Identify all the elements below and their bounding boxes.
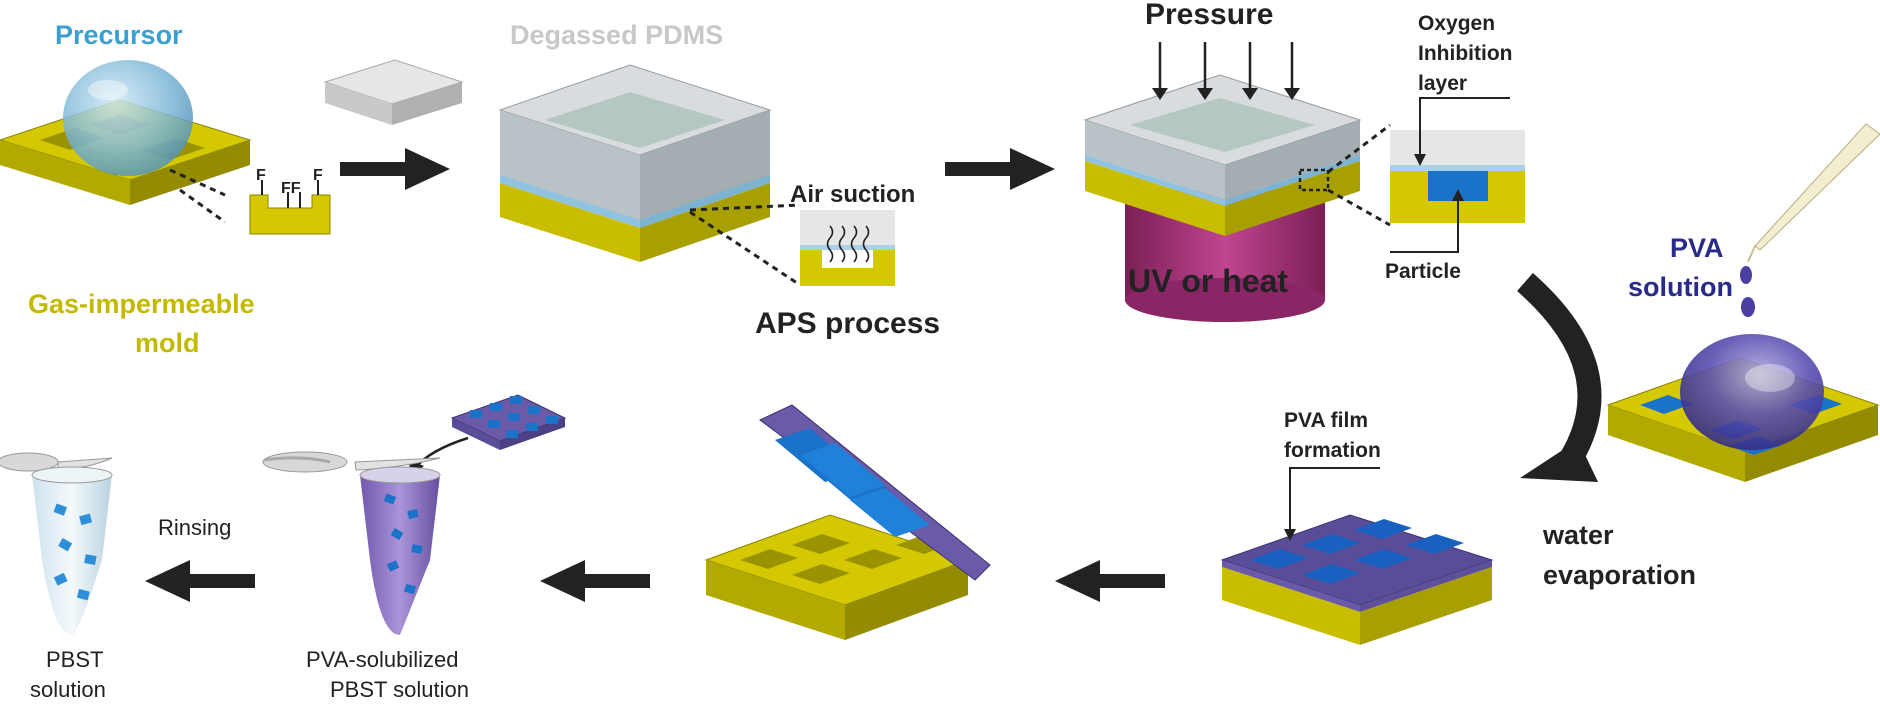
zoom-line — [179, 188, 226, 224]
pbst-label-1: PBST — [46, 647, 103, 672]
pipette — [1740, 123, 1880, 317]
fluorine-label: F — [256, 167, 266, 184]
water-label-2: evaporation — [1543, 560, 1696, 590]
oxygen-label-1: Oxygen — [1418, 12, 1495, 35]
oxygen-pointer — [1414, 97, 1510, 166]
pva-label-2: solution — [1628, 272, 1733, 302]
pdms-on-mold — [498, 64, 772, 262]
particle-pointer — [1390, 189, 1464, 253]
pressure-arrows — [1152, 42, 1300, 100]
oxygen-label-2: Inhibition — [1418, 42, 1512, 65]
rinsing-arrow — [145, 560, 255, 602]
pressure-label: Pressure — [1145, 0, 1273, 31]
degassed-pdms-label: Degassed PDMS — [510, 20, 723, 50]
fluorinated-mold-section — [249, 180, 331, 235]
gas-mold-label: Gas-impermeable — [28, 289, 255, 319]
zoom-line — [689, 203, 801, 212]
process-arrow — [540, 560, 650, 602]
pdms-mold-pressed — [1083, 74, 1362, 236]
pdms-block — [323, 59, 464, 125]
tube-pbst — [0, 452, 113, 635]
pva-film-label-2: formation — [1284, 439, 1381, 462]
water-evaporation-arrow — [1517, 272, 1602, 482]
water-label-1: water — [1542, 520, 1614, 550]
mold-with-pva-film — [1220, 514, 1494, 645]
uv-heat-label: UV or heat — [1128, 263, 1288, 299]
gas-mold-label-2: mold — [135, 328, 200, 358]
air-suction-section — [800, 210, 895, 286]
oxygen-label-3: layer — [1418, 72, 1467, 95]
pva-solubilized-label-1: PVA-solubilized — [306, 647, 458, 672]
process-arrow — [945, 148, 1055, 190]
tube-pva — [262, 451, 441, 635]
pbst-label-2: solution — [30, 677, 106, 702]
transfer-arrow — [414, 436, 469, 469]
pva-label-1: PVA — [1670, 233, 1724, 263]
pva-solubilized-label-2: PBST solution — [330, 677, 469, 702]
pva-film-pointer — [1284, 467, 1380, 541]
process-arrow — [340, 148, 450, 190]
fluorine-pair-label: FF — [281, 180, 301, 197]
particle-array-chip — [450, 394, 567, 450]
mold-with-precursor — [0, 60, 252, 205]
fluorine-label: F — [313, 167, 323, 184]
pva-film-label-1: PVA film — [1284, 409, 1368, 432]
precursor-label: Precursor — [55, 20, 183, 50]
aps-process-label: APS process — [755, 307, 940, 340]
zoom-line — [1327, 188, 1391, 227]
rinsing-label: Rinsing — [158, 515, 231, 540]
zoom-line — [1327, 123, 1391, 174]
process-arrow — [1055, 560, 1165, 602]
air-suction-label: Air suction — [790, 181, 915, 208]
zoom-line — [689, 210, 801, 287]
particle-label: Particle — [1385, 260, 1461, 283]
mold-peeling-film — [704, 404, 991, 640]
mold-with-pva-drop — [1606, 334, 1880, 482]
